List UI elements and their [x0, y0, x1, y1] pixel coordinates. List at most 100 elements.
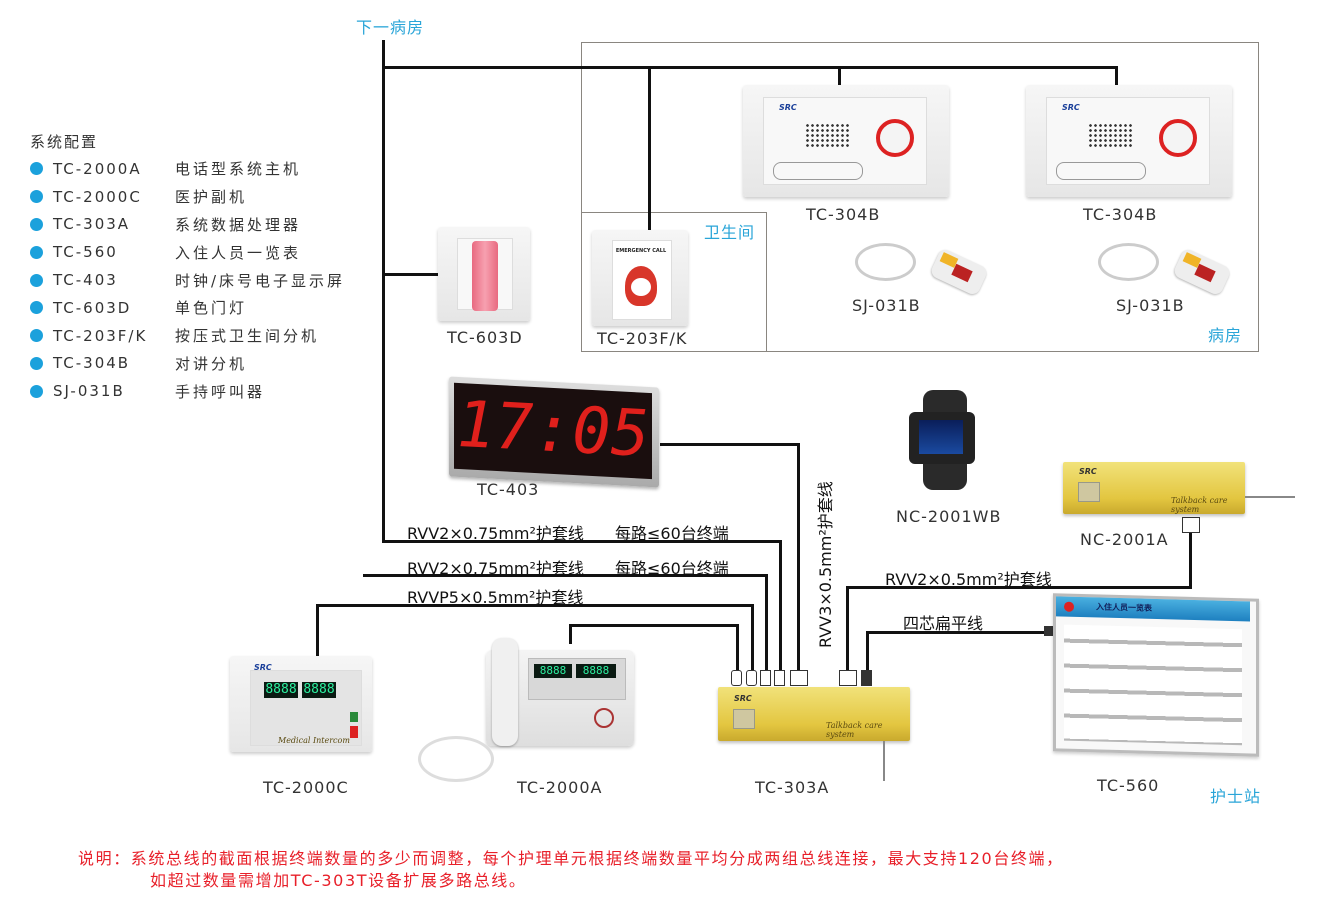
bullet-dot-icon: [30, 190, 43, 204]
tc304b-label-2: TC-304B: [1083, 205, 1158, 224]
tc304b-1-drop: [838, 67, 841, 85]
rvvp-label: RVVP5×0.5mm²护套线: [407, 588, 584, 607]
rvvp-wire: [316, 604, 753, 607]
tc603d-device: [438, 227, 530, 321]
legend-item-desc: 单色门灯: [175, 299, 248, 318]
rvv2-05-drop: [846, 586, 849, 670]
legend-item-desc: 对讲分机: [175, 354, 248, 373]
legend-item-desc: 医护副机: [175, 188, 248, 207]
tc403-wire: [660, 443, 800, 446]
bus2-wire: [363, 574, 768, 577]
bus1-drop: [779, 540, 782, 670]
rvv3-drop: [797, 443, 800, 670]
legend-item-desc: 入住人员一览表: [175, 243, 302, 262]
legend-item-desc: 手持呼叫器: [175, 382, 266, 401]
legend-item-desc: 按压式卫生间分机: [175, 327, 320, 346]
note-line-2: 如超过数量需增加TC-303T设备扩展多路总线。: [150, 871, 527, 890]
terminal-block: [760, 670, 771, 686]
sj031b-device-1: [855, 235, 990, 300]
sj031b-label-1: SJ-031B: [852, 296, 921, 315]
rvvp-drop: [751, 604, 754, 670]
rvv2-05-wire: [846, 586, 1192, 589]
bus2-note: 每路≤60台终端: [615, 559, 729, 578]
terminal-block-wide: [790, 670, 808, 686]
note-line-1: 说明：系统总线的截面根据终端数量的多少而调整，每个护理单元根据终端数量平均分成两…: [78, 849, 1064, 868]
tc203fk-device: EMERGENCY CALL: [592, 230, 688, 326]
bullet-dot-icon: [30, 356, 43, 370]
tc303a-device: SRC Talkback care system: [718, 687, 910, 741]
bullet-dot-icon: [30, 162, 43, 176]
tc560-label: TC-560: [1097, 776, 1160, 795]
legend-item: SJ-031B 手持呼叫器: [30, 377, 345, 405]
legend-item-code: TC-560: [53, 243, 118, 262]
tc560-device: 入住人员一览表: [1053, 593, 1259, 757]
explanation-note: 说明：系统总线的截面根据终端数量的多少而调整，每个护理单元根据终端数量平均分成两…: [78, 848, 1064, 892]
legend-item-code: TC-203F/K: [53, 326, 148, 345]
tc603d-label: TC-603D: [447, 328, 523, 347]
flat-cable-drop: [866, 631, 869, 671]
legend-item-code: TC-2000A: [53, 159, 142, 178]
ward-frame: [581, 42, 1259, 352]
emergency-call-text: EMERGENCY CALL: [615, 248, 667, 254]
tc2000a-wire-drop: [736, 624, 739, 670]
bathroom-drop: [648, 67, 651, 232]
power-cord-icon: [1245, 496, 1295, 498]
bathroom-label: 卫生间: [704, 223, 756, 242]
tc2000a-label: TC-2000A: [517, 778, 603, 797]
tc2000c-drop: [316, 604, 319, 656]
tc403-label: TC-403: [477, 480, 540, 499]
sj031b-device-2: [1098, 235, 1233, 300]
legend-item-code: SJ-031B: [53, 382, 125, 401]
bus2-label: RVV2×0.75mm²护套线: [407, 559, 584, 578]
bathroom-frame: [581, 212, 767, 352]
bullet-dot-icon: [30, 301, 43, 315]
tc303a-label: TC-303A: [755, 778, 830, 797]
legend-item: TC-203F/K 按压式卫生间分机: [30, 322, 345, 350]
legend-item-code: TC-403: [53, 271, 118, 290]
legend-item-code: TC-603D: [53, 298, 132, 317]
terminal-block-wide: [839, 670, 857, 686]
bus1-label: RVV2×0.75mm²护套线: [407, 524, 584, 543]
legend-item: TC-2000C 医护副机: [30, 183, 345, 211]
nurse-station-label: 护士站: [1210, 787, 1262, 806]
legend-item: TC-560 入住人员一览表: [30, 238, 345, 266]
tc403-device: 17:05: [449, 376, 659, 488]
tc2000c-label: TC-2000C: [263, 778, 349, 797]
tc2000a-device: 8888 8888: [418, 636, 638, 786]
bus1-wire: [382, 540, 782, 543]
flat-cable-label: 四芯扁平线: [903, 614, 984, 633]
bus2-drop: [765, 574, 768, 670]
tc203fk-label: TC-203F/K: [597, 329, 688, 348]
ward-bus-horizontal: [384, 66, 1118, 69]
terminal-block: [774, 670, 785, 686]
bullet-dot-icon: [30, 273, 43, 287]
legend-item: TC-603D 单色门灯: [30, 294, 345, 322]
bus1-note: 每路≤60台终端: [615, 524, 729, 543]
legend-item-code: TC-303A: [53, 215, 131, 234]
tc304b-2-drop: [1115, 67, 1118, 85]
tc2000a-drop: [569, 624, 572, 644]
ward-label: 病房: [1208, 326, 1243, 345]
bullet-dot-icon: [30, 384, 43, 398]
rvv2-05-label: RVV2×0.5mm²护套线: [885, 570, 1052, 589]
bullet-dot-icon: [30, 217, 43, 231]
legend-title: 系统配置: [30, 133, 99, 151]
legend-item-code: TC-2000C: [53, 187, 142, 206]
nc2001a-label: NC-2001A: [1080, 530, 1169, 549]
tc2000c-device: SRC 8888 8888 Medical Intercom: [230, 656, 372, 752]
rj-connector: [731, 670, 742, 686]
tc304b-device-2: SRC: [1026, 85, 1232, 197]
legend-item: TC-403 时钟/床号电子显示屏: [30, 266, 345, 294]
legend-item-desc: 时钟/床号电子显示屏: [175, 271, 346, 290]
next-ward-label: 下一病房: [356, 18, 425, 37]
legend-item-code: TC-304B: [53, 354, 131, 373]
bullet-dot-icon: [30, 245, 43, 259]
tc2000a-wire: [569, 624, 739, 627]
nc2001wb-device: [905, 390, 985, 490]
tc304b-label-1: TC-304B: [806, 205, 881, 224]
main-bus-vertical: [382, 40, 385, 540]
rvv3-label: RVV3×0.5mm²护套线: [816, 481, 835, 648]
nc2001a-drop: [1189, 530, 1192, 588]
clock-display: 17:05: [456, 387, 650, 472]
